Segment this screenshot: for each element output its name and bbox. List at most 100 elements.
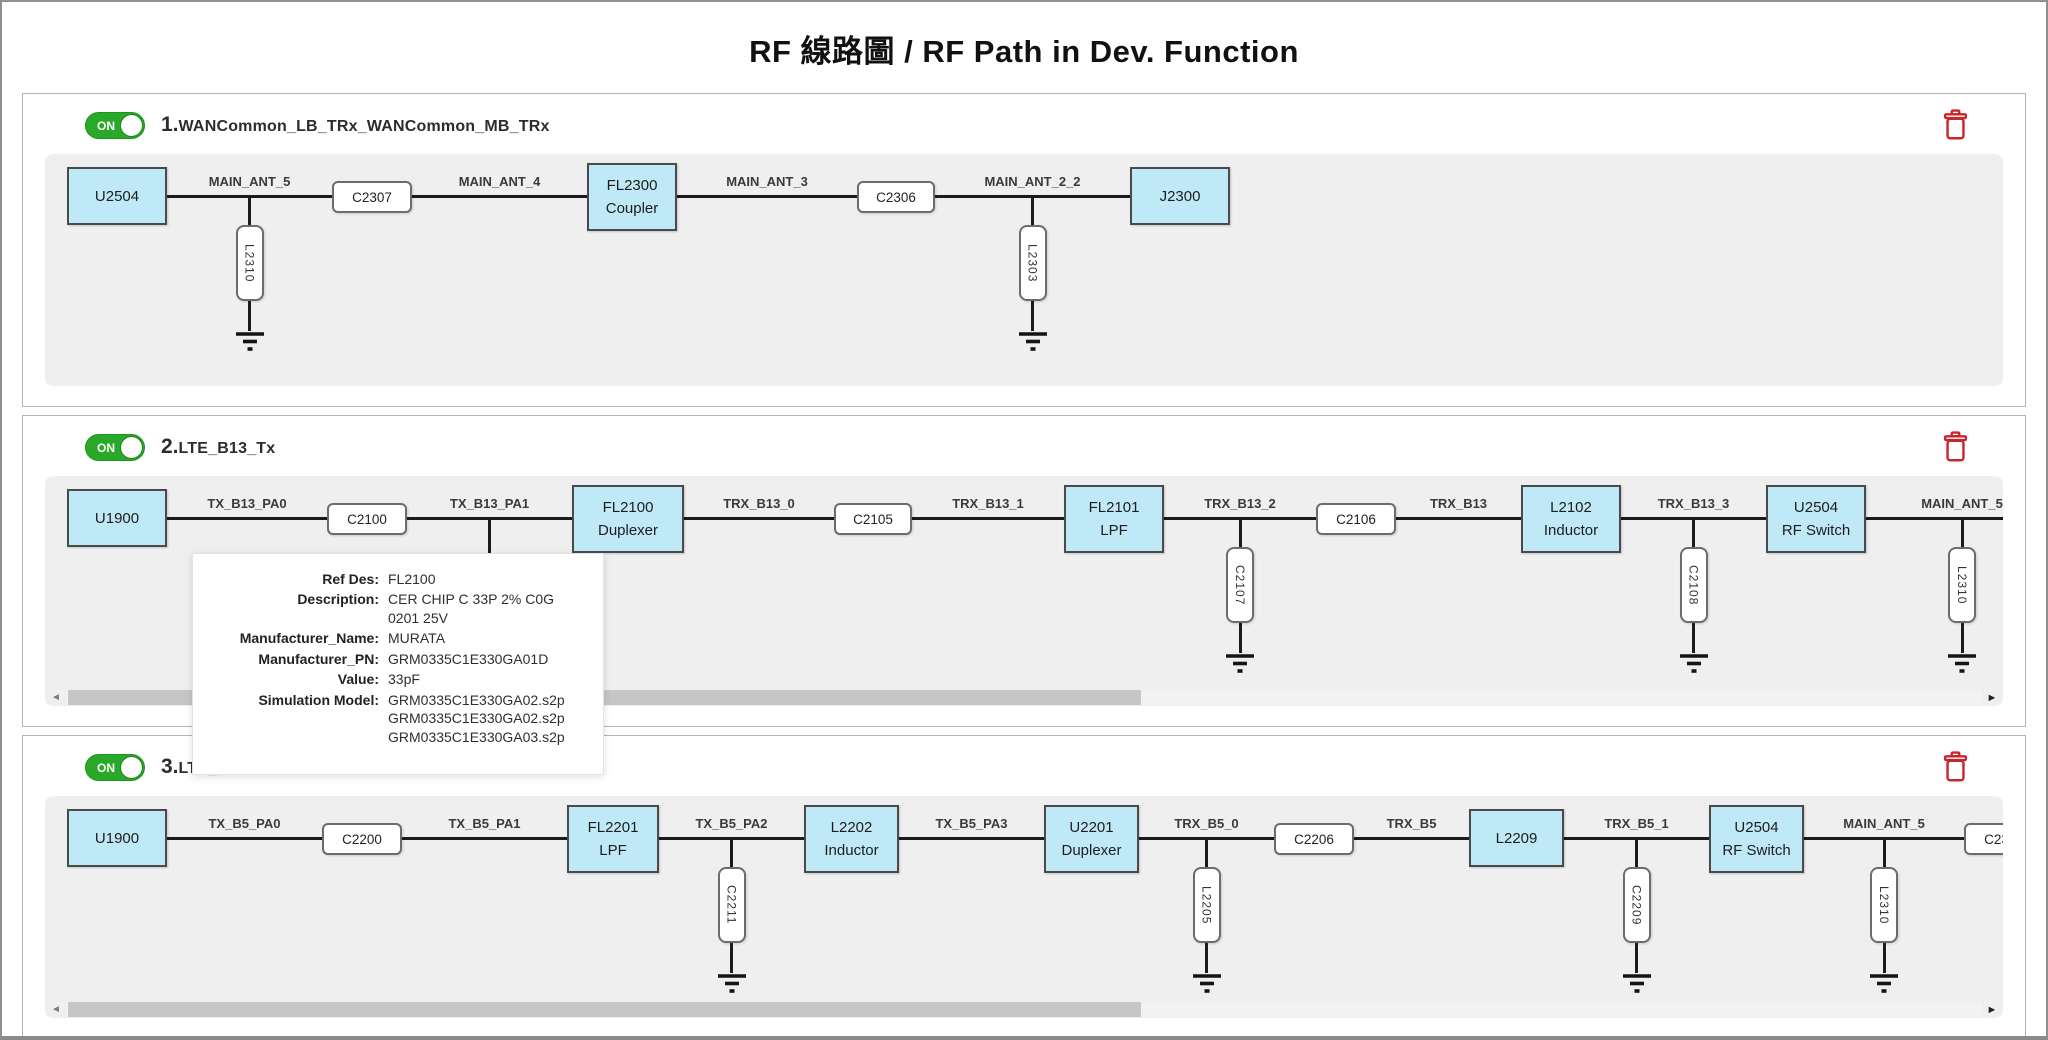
net-segment: TRX_B13: [1396, 476, 1521, 689]
on-toggle-label: ON: [97, 440, 115, 455]
net-segment: MAIN_ANT_4: [412, 154, 587, 386]
scroll-right-arrow[interactable]: ►: [1986, 1003, 1998, 1016]
wire: [684, 517, 834, 520]
chip-label: L2209: [1495, 829, 1538, 847]
scrollbar-track[interactable]: [66, 1002, 1982, 1017]
section-title: 2.LTE_B13_Tx: [161, 435, 275, 459]
part-label: C2307: [1984, 831, 2003, 847]
trash-icon: [1943, 109, 1968, 140]
ground-icon: [235, 331, 265, 360]
series-part[interactable]: C2106: [1316, 503, 1396, 535]
shunt-part-label: L2310: [1877, 885, 1891, 925]
tooltip-field-value: CER CHIP C 33P 2% C0G 0201 25V: [388, 591, 554, 626]
wire: [167, 837, 322, 840]
net-segment: TX_B5_PA1: [402, 796, 567, 1001]
delete-path-button[interactable]: [1942, 751, 1969, 783]
chip-sublabel: Inductor: [824, 842, 879, 859]
shunt-part[interactable]: C2209: [1622, 867, 1651, 943]
part-label: C2200: [342, 831, 382, 847]
on-toggle[interactable]: ON: [85, 433, 145, 461]
section-name: LTE_B13_Tx: [178, 440, 276, 457]
tooltip-field: Value:33pF: [203, 670, 589, 688]
shunt-part[interactable]: L2310: [1870, 867, 1898, 943]
scroll-left-arrow[interactable]: ◄: [51, 692, 61, 703]
part-label: C2306: [876, 189, 916, 205]
component-chip[interactable]: U1900: [67, 809, 167, 867]
chip-sublabel: Duplexer: [597, 522, 659, 539]
series-part[interactable]: C2200: [322, 823, 402, 855]
part-label: C2307: [352, 189, 392, 205]
wire: [1164, 517, 1316, 520]
wire: [677, 195, 857, 198]
chip-label: FL2201: [587, 818, 639, 836]
shunt-part[interactable]: C2108: [1679, 547, 1708, 623]
component-chip[interactable]: J2300: [1130, 167, 1230, 225]
delete-path-button[interactable]: [1942, 109, 1969, 141]
series-part[interactable]: C2105: [834, 503, 912, 535]
shunt-wire: [1692, 519, 1695, 547]
shunt-wire: [248, 197, 251, 225]
series-part[interactable]: C2100: [327, 503, 407, 535]
ground-icon: [1192, 973, 1222, 1002]
net-segment: TX_B13_PA0: [167, 476, 327, 689]
section-name: WANCommon_LB_TRx_WANCommon_MB_TRx: [178, 118, 550, 135]
tooltip-field-value: FL2100: [388, 571, 436, 587]
shunt-wire: [1692, 623, 1695, 653]
scrollbar-thumb[interactable]: [68, 1002, 1141, 1017]
toggle-knob: [120, 435, 143, 459]
shunt-part[interactable]: C2211: [717, 867, 746, 943]
shunt-part[interactable]: L2310: [235, 225, 264, 301]
shunt-part-label: C2211: [724, 885, 739, 925]
shunt-part[interactable]: L2303: [1018, 225, 1047, 301]
section-title: 1.WANCommon_LB_TRx_WANCommon_MB_TRx: [161, 113, 550, 137]
component-chip[interactable]: U1900: [67, 489, 167, 547]
component-chip[interactable]: U2504: [67, 167, 167, 225]
chip-label: U2504: [94, 187, 140, 205]
section-number: 3.: [161, 755, 179, 778]
component-chip[interactable]: L2209: [1469, 809, 1564, 867]
shunt-wire: [1031, 197, 1034, 225]
shunt-part[interactable]: L2310: [1948, 547, 1976, 623]
net-label: MAIN_ANT_5: [1921, 496, 2003, 511]
net-label: TRX_B13_1: [952, 496, 1024, 511]
wire: [1354, 837, 1469, 840]
net-segment: TRX_B13_1: [912, 476, 1064, 689]
series-part[interactable]: C2206: [1274, 823, 1354, 855]
shunt-part[interactable]: L2205: [1192, 867, 1221, 943]
shunt-part[interactable]: C2107: [1226, 547, 1254, 623]
on-toggle[interactable]: ON: [85, 753, 145, 781]
delete-path-button[interactable]: [1942, 431, 1969, 463]
tooltip-field: Ref Des:FL2100: [203, 570, 589, 588]
scroll-left-arrow[interactable]: ◄: [51, 1004, 61, 1015]
section-number: 2.: [161, 435, 179, 458]
scroll-right-arrow[interactable]: ►: [1986, 691, 1998, 704]
shunt-wire: [1960, 623, 1964, 653]
series-part[interactable]: C2306: [857, 181, 935, 213]
chip-label: U1900: [94, 509, 140, 527]
ground-icon: [1018, 331, 1048, 360]
ground-icon: [1679, 653, 1709, 682]
shunt-wire: [730, 943, 733, 973]
series-part[interactable]: C2307: [332, 181, 412, 213]
series-part[interactable]: C2307: [1964, 823, 2003, 855]
chip-label: FL2300: [606, 176, 658, 194]
chip-label: L2102: [1550, 498, 1592, 516]
wire: [402, 837, 567, 840]
wire: [659, 837, 804, 840]
on-toggle[interactable]: ON: [85, 111, 145, 139]
